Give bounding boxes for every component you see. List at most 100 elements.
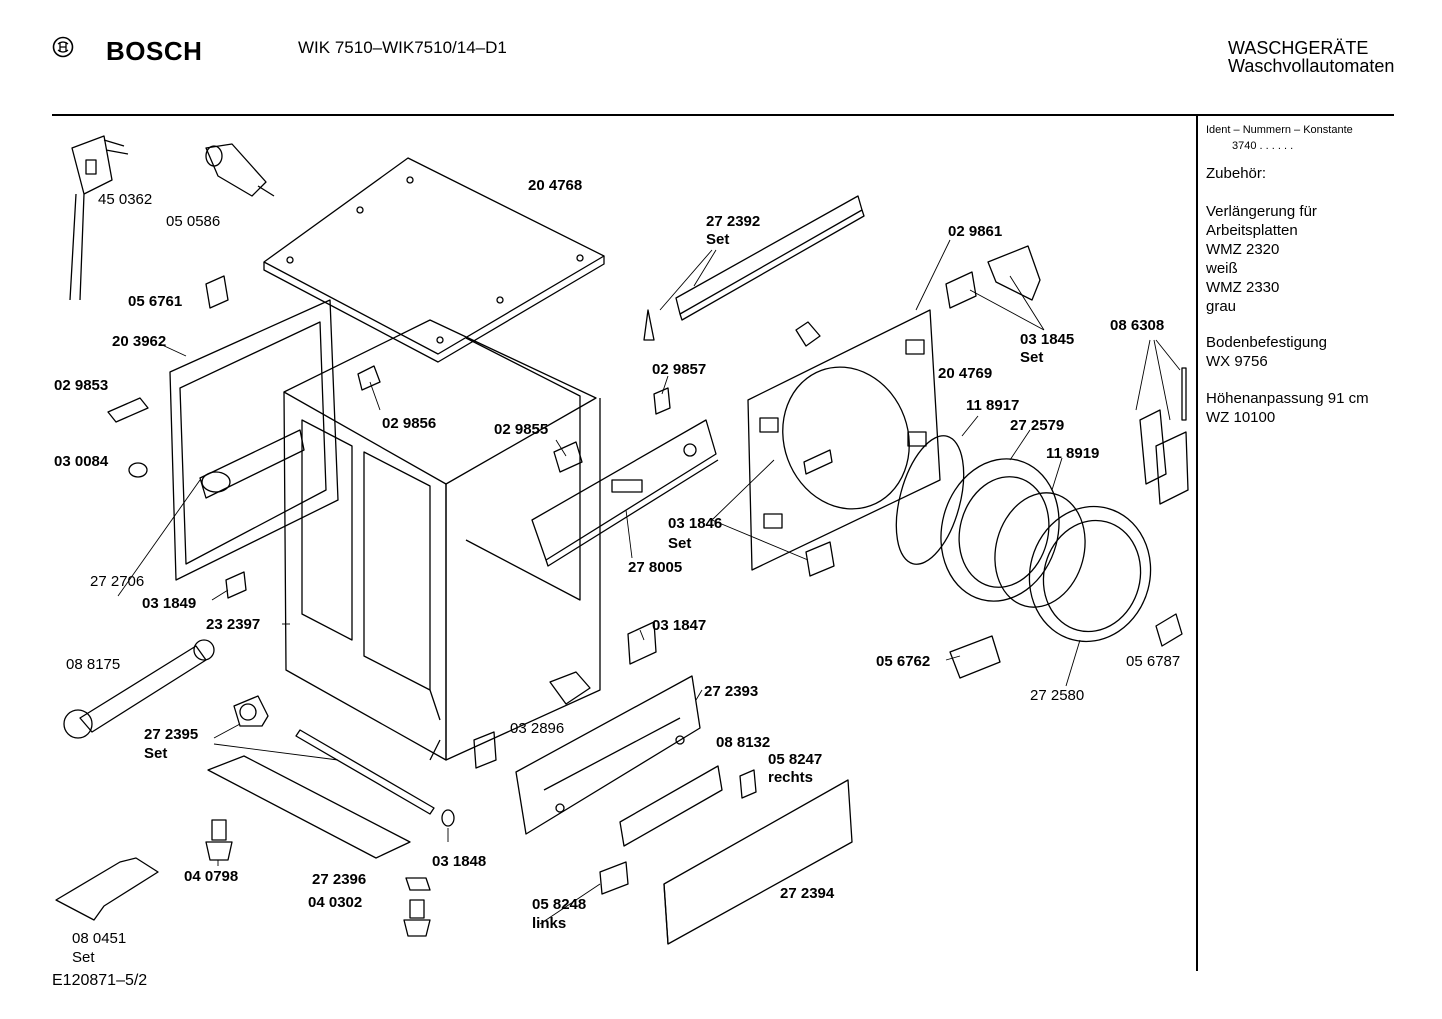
subcategory-title: Waschvollautomaten xyxy=(1228,56,1395,76)
rod-icon xyxy=(1181,367,1187,421)
part-label: rechts xyxy=(768,769,813,786)
clip-icon xyxy=(739,769,757,799)
foot-screw-icon xyxy=(403,877,431,937)
part-label: 05 6761 xyxy=(128,293,182,310)
floor-bracket-icon xyxy=(55,857,159,921)
door-frame-icon xyxy=(1028,505,1152,643)
wrench-icon xyxy=(63,639,215,739)
part-label: links xyxy=(532,915,566,932)
part-label: 05 0586 xyxy=(166,213,220,230)
foot-screw-icon xyxy=(205,819,233,861)
part-label: 20 4768 xyxy=(528,177,582,194)
part-label: 04 0798 xyxy=(184,868,238,885)
control-panel-icon xyxy=(531,419,719,567)
part-label: 27 2579 xyxy=(1010,417,1064,434)
part-label: 08 6308 xyxy=(1110,317,1164,334)
clip-icon xyxy=(949,635,1001,679)
part-label: 27 2396 xyxy=(312,871,366,888)
accessories-title: Zubehör: xyxy=(1206,165,1267,182)
cabinet-housing-icon xyxy=(283,319,601,761)
clip-icon xyxy=(653,387,671,415)
bosch-logo-icon xyxy=(52,36,74,58)
door-glass-icon xyxy=(994,492,1086,608)
plinth-cover-icon xyxy=(663,779,853,945)
shock-absorber-icon xyxy=(295,729,435,815)
accessory-item: Bodenbefestigung WX 9756 xyxy=(1206,334,1327,370)
part-label: Set xyxy=(72,949,95,966)
handle-icon xyxy=(619,765,723,847)
part-label: 27 8005 xyxy=(628,559,682,576)
detergent-rail-icon xyxy=(675,195,865,321)
part-label: 11 8917 xyxy=(966,397,1019,414)
drawing-code: E120871–5/2 xyxy=(52,972,148,989)
pin-icon xyxy=(643,309,655,341)
part-label: 03 1846 xyxy=(668,515,722,532)
part-label: 02 9861 xyxy=(948,223,1002,240)
door-gasket-icon xyxy=(895,435,965,565)
bracket-icon xyxy=(205,275,229,309)
plinth-bracket-icon xyxy=(515,675,701,835)
part-label: 20 4769 xyxy=(938,365,992,382)
part-label: 05 8248 xyxy=(532,896,586,913)
part-label: 02 9857 xyxy=(652,361,706,378)
power-plug-icon xyxy=(69,135,129,301)
part-label: 03 1848 xyxy=(432,853,486,870)
part-label: 23 2397 xyxy=(206,616,260,633)
header-rule xyxy=(52,114,1394,116)
part-label: 27 2392 xyxy=(706,213,760,230)
hinge-bracket-icon xyxy=(1155,431,1189,505)
part-label: 03 2896 xyxy=(510,720,564,737)
part-label: 08 8175 xyxy=(66,656,120,673)
clip-icon xyxy=(107,397,149,423)
part-label: Set xyxy=(706,231,729,248)
sidebar-rule xyxy=(1196,116,1198,971)
part-label: 08 0451 xyxy=(72,930,126,947)
ident-value: 3740 . . . . . . xyxy=(1232,140,1294,152)
hinge-icon xyxy=(987,245,1041,301)
top-cover-icon xyxy=(263,157,605,363)
clip-icon xyxy=(357,365,381,391)
part-label: 05 8247 xyxy=(768,751,822,768)
part-label: 05 6787 xyxy=(1126,653,1180,670)
part-label: 05 6762 xyxy=(876,653,930,670)
part-label: 02 9856 xyxy=(382,415,436,432)
category-title: WASCHGERÄTE xyxy=(1228,38,1369,58)
front-panel-icon xyxy=(747,309,941,571)
part-label: 45 0362 xyxy=(98,191,152,208)
clip-icon xyxy=(805,541,835,577)
spring-clip-icon xyxy=(441,809,455,827)
connector-icon xyxy=(549,671,591,705)
part-label: 03 1849 xyxy=(142,595,196,612)
part-label: Set xyxy=(144,745,167,762)
hinge-bracket-icon xyxy=(1139,409,1167,485)
part-label: 27 2394 xyxy=(780,885,835,902)
part-label: 27 2393 xyxy=(704,683,758,700)
part-label: 03 0084 xyxy=(54,453,109,470)
clip-icon xyxy=(553,441,583,473)
clip-icon xyxy=(225,571,247,599)
hose-connector-icon xyxy=(205,143,275,197)
part-label: 02 9853 xyxy=(54,377,108,394)
part-label: 11 8919 xyxy=(1046,445,1099,462)
brand-name: BOSCH xyxy=(106,36,203,66)
accessory-item: Verlängerung für Arbeitsplatten WMZ 2320… xyxy=(1206,203,1317,315)
part-label: 02 9855 xyxy=(494,421,548,438)
model-title: WIK 7510–WIK7510/14–D1 xyxy=(298,38,507,57)
part-label: 27 2706 xyxy=(90,573,144,590)
part-label: Set xyxy=(1020,349,1043,366)
part-label: 04 0302 xyxy=(308,894,362,911)
side-panel-icon xyxy=(169,299,339,581)
ident-title: Ident – Nummern – Konstante xyxy=(1206,124,1353,136)
part-label: 27 2395 xyxy=(144,726,198,743)
part-label: 20 3962 xyxy=(112,333,166,350)
part-label: 03 1845 xyxy=(1020,331,1074,348)
clip-icon xyxy=(627,621,657,665)
accessory-item: Höhenanpassung 91 cm WZ 10100 xyxy=(1206,390,1369,426)
foam-strip-icon xyxy=(207,755,411,859)
hinge-icon xyxy=(945,271,977,309)
part-label: 03 1847 xyxy=(652,617,706,634)
part-label: 27 2580 xyxy=(1030,687,1084,704)
pump-icon xyxy=(233,695,269,727)
door-ring-icon xyxy=(940,458,1060,602)
